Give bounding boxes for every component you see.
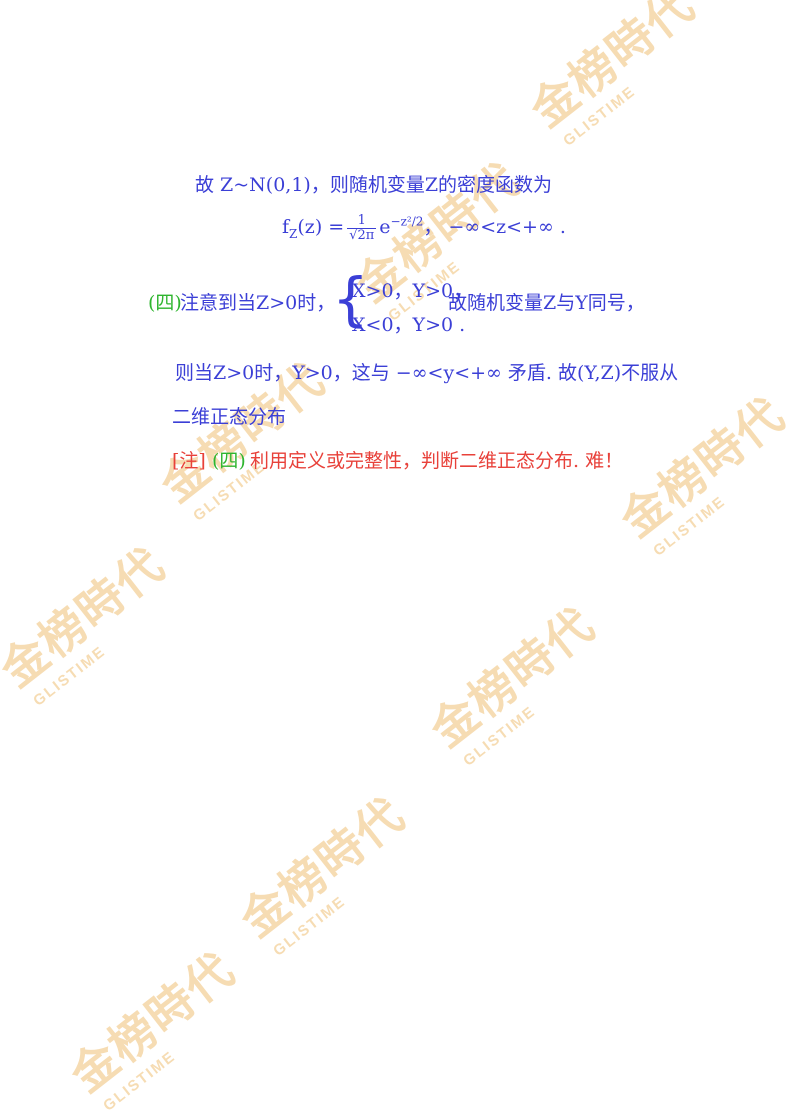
text-line-5: 二维正态分布 xyxy=(172,406,287,428)
formula-range: ， −∞<z<+∞ . xyxy=(423,216,566,238)
watermark-brand: GLISTIME xyxy=(560,82,640,150)
watermark-logo: 金榜時代 GLISTIME xyxy=(55,935,257,1118)
formula-lhs: f xyxy=(282,216,290,238)
case-brace: { xyxy=(332,265,369,333)
watermark-logo: 金榜時代 GLISTIME xyxy=(605,380,800,564)
watermark-logo: 金榜時代 GLISTIME xyxy=(415,590,617,774)
text-line-1: 故 Z~N(0,1)，则随机变量Z的密度函数为 xyxy=(195,174,553,196)
note-text: 利用定义或完整性，判断二维正态分布. 难！ xyxy=(250,450,624,472)
text-line-4: 则当Z>0时，Y>0，这与 −∞<y<+∞ 矛盾. 故(Y,Z)不服从 xyxy=(175,362,679,384)
watermark-text: 金榜時代 xyxy=(60,941,245,1103)
formula-lhs-subscript: Z xyxy=(289,226,298,241)
item-four-tail: 故随机变量Z与Y同号， xyxy=(448,292,645,314)
watermark-brand: GLISTIME xyxy=(460,702,540,770)
note-bracket: [注] xyxy=(172,450,206,472)
watermark-logo: 金榜時代 GLISTIME xyxy=(0,530,187,714)
fraction-numerator: 1 xyxy=(347,214,377,229)
watermark-text: 金榜時代 xyxy=(0,536,175,698)
watermark-logo: 金榜時代 GLISTIME xyxy=(515,0,717,153)
formula-exponent: −z²/2 xyxy=(390,214,424,229)
note-marker: (四) xyxy=(212,450,246,472)
item-four-lead: 注意到当Z>0时， xyxy=(180,292,336,314)
watermark-text: 金榜時代 xyxy=(420,596,605,758)
watermark-brand: GLISTIME xyxy=(650,492,730,560)
formula-lhs-arg: (z) = xyxy=(297,216,345,238)
watermark-logo: 金榜時代 GLISTIME xyxy=(225,780,427,964)
watermark-text: 金榜時代 xyxy=(610,386,795,548)
case-line-1: X>0，Y>0， xyxy=(352,280,473,302)
case-line-2: X<0，Y>0 . xyxy=(352,314,466,336)
formula-fraction: 1√2π xyxy=(347,214,377,243)
formula-exp-base: e xyxy=(379,216,391,238)
watermark-text: 金榜時代 xyxy=(520,0,705,138)
watermark-text: 金榜時代 xyxy=(230,786,415,948)
watermark-brand: GLISTIME xyxy=(30,642,110,710)
watermark-brand: GLISTIME xyxy=(100,1047,180,1115)
item-four-marker: (四) xyxy=(148,292,182,314)
watermark-brand: GLISTIME xyxy=(270,892,350,960)
fraction-denominator: √2π xyxy=(349,227,375,243)
